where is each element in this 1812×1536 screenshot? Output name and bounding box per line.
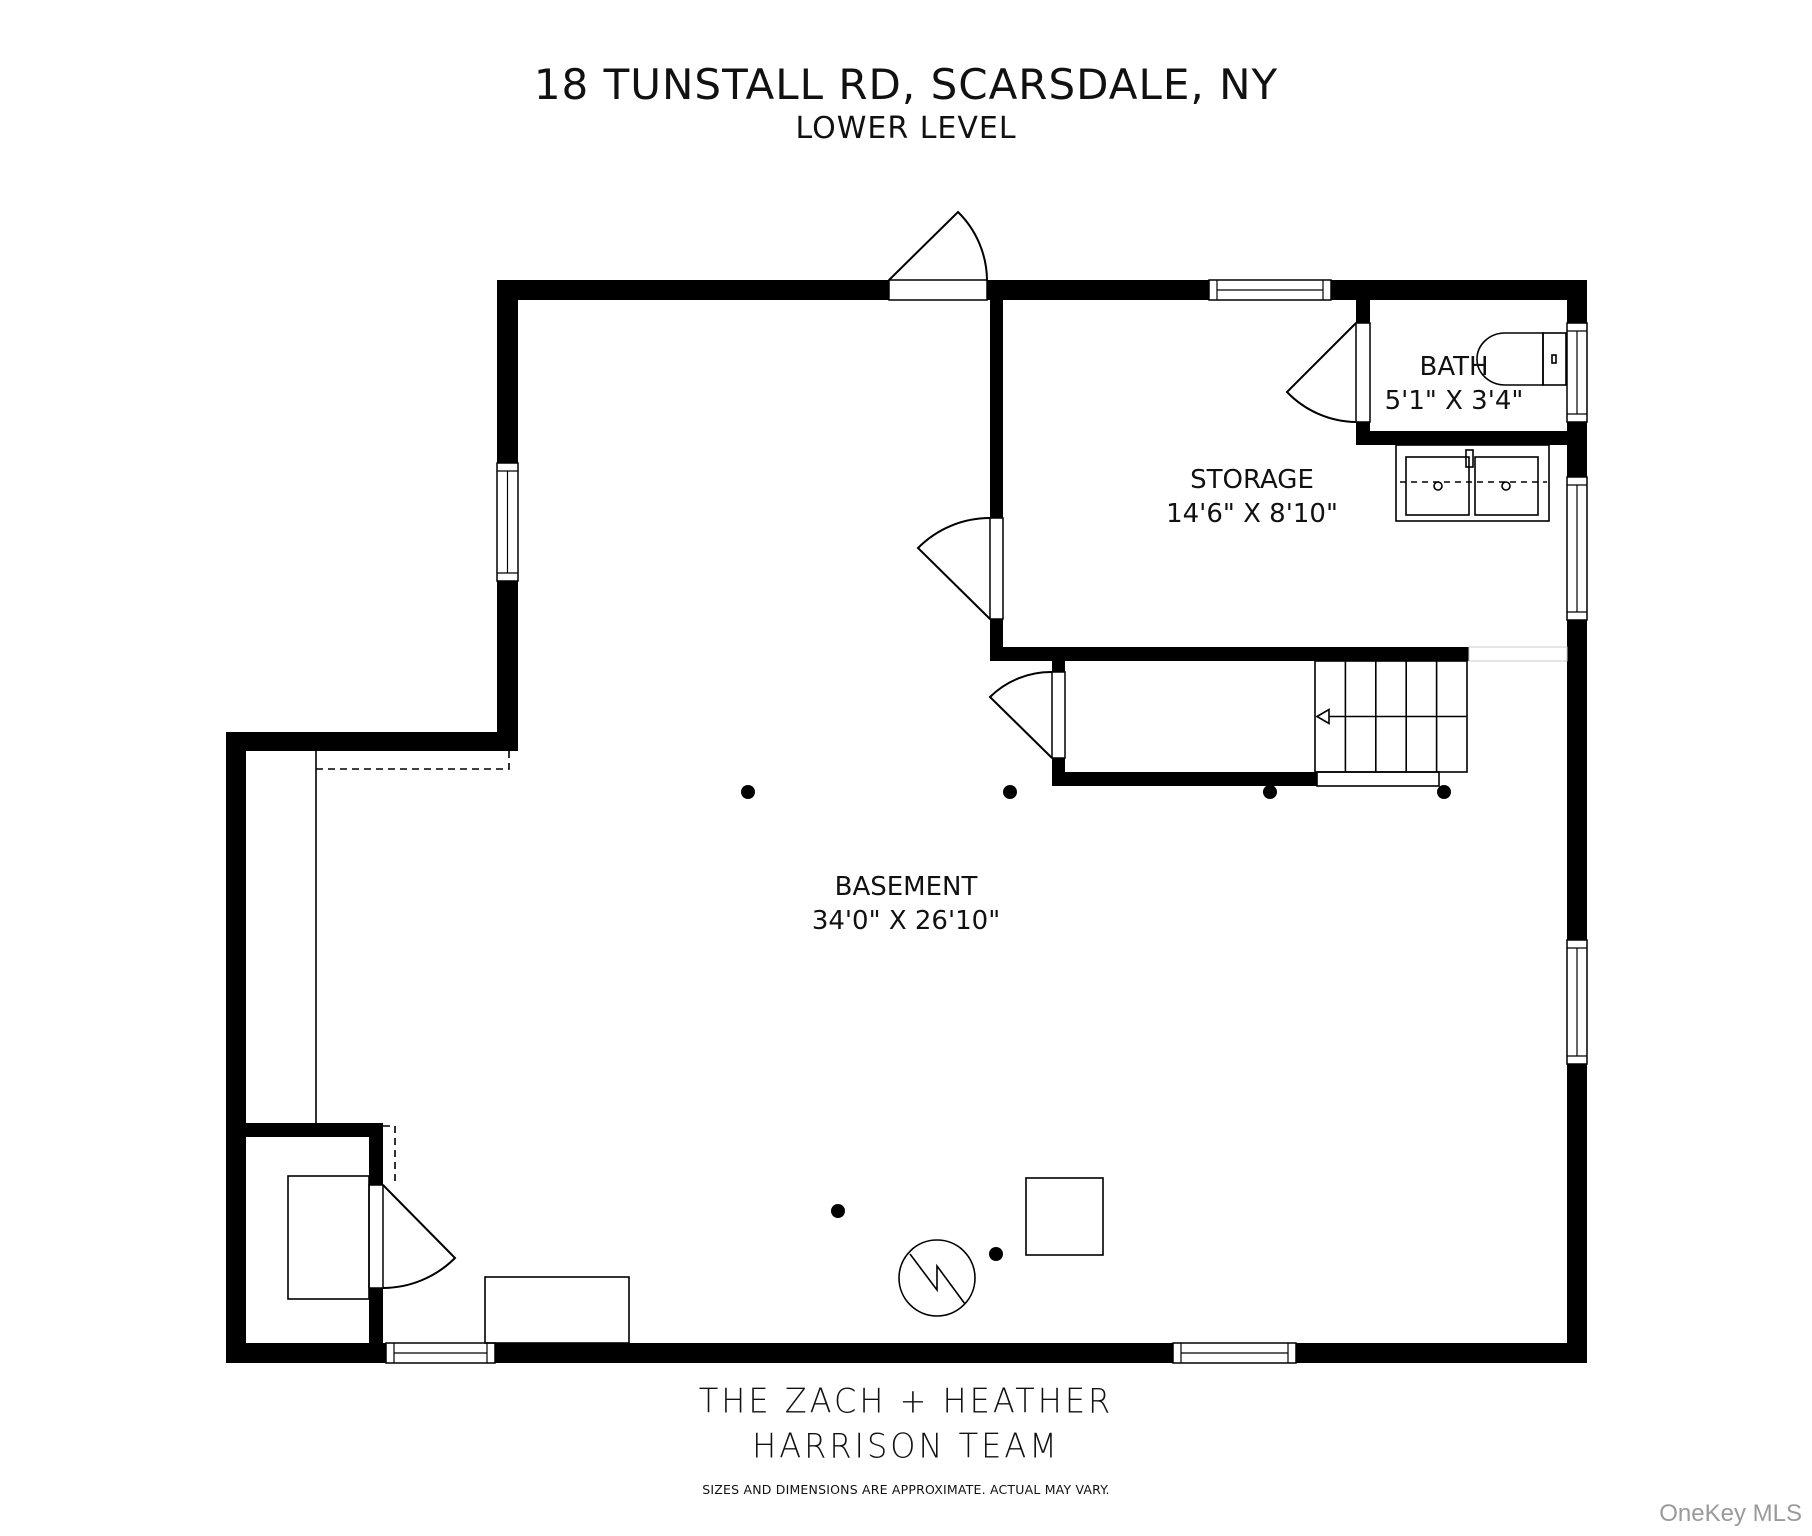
column-icon [989, 1247, 1003, 1261]
wall [497, 280, 1587, 300]
team-name-line-1: THE ZACH + HEATHER [698, 1381, 1114, 1421]
room-label-bath: BATH 5'1" X 3'4" [1385, 350, 1524, 418]
door-opening [368, 1184, 384, 1289]
column-icon [741, 785, 755, 799]
room-label-basement: BASEMENT 34'0" X 26'10" [812, 870, 1000, 938]
door-opening [888, 279, 988, 301]
wall [246, 1123, 383, 1137]
room-dimensions: 34'0" X 26'10" [811, 906, 1001, 936]
disclaimer-text: SIZES AND DIMENSIONS ARE APPROXIMATE. AC… [702, 1482, 1110, 1497]
door-swing-icon [888, 210, 988, 281]
column-icon [831, 1204, 845, 1218]
door-swings [382, 210, 1357, 1289]
stair-direction-arrow-icon [1315, 708, 1330, 725]
support-columns [741, 785, 1451, 1261]
wall [226, 732, 518, 751]
wall [226, 732, 246, 1363]
column-icon [1437, 785, 1451, 799]
mls-watermark: OneKey MLS [1659, 1500, 1802, 1527]
dashed-soffit-2 [383, 1125, 396, 1186]
staircase [1314, 660, 1468, 773]
wall [1356, 431, 1587, 445]
door-swing-icon [1285, 322, 1357, 423]
appliance-box [287, 1175, 370, 1300]
counter-box [484, 1276, 630, 1344]
door-opening [1051, 671, 1066, 759]
toilet-icon [1476, 332, 1567, 386]
openings [368, 279, 1588, 1364]
room-name: BATH [1419, 352, 1489, 382]
door-swing-icon [916, 516, 991, 620]
utility-sink-icon [1395, 444, 1550, 522]
column-icon [1263, 785, 1277, 799]
room-name: BASEMENT [834, 872, 978, 902]
door-swing-icon [988, 670, 1053, 759]
team-name-line-2: HARRISON TEAM [752, 1426, 1060, 1466]
door-swing-icon [382, 1184, 457, 1289]
wall [1052, 772, 1317, 786]
room-label-storage: STORAGE 14'6" X 8'10" [1166, 463, 1338, 531]
door-opening [989, 517, 1004, 620]
column-icon [1003, 785, 1017, 799]
door-opening [1355, 322, 1371, 423]
floor-level-subtitle: LOWER LEVEL [795, 111, 1017, 146]
square-fixture [1025, 1177, 1104, 1256]
fixtures [287, 332, 1567, 1344]
storage-opening [1468, 646, 1568, 662]
room-dimensions: 14'6" X 8'10" [1166, 499, 1338, 529]
room-name: STORAGE [1190, 465, 1314, 495]
dashed-soffit [316, 751, 510, 770]
stair-rail [1316, 771, 1440, 787]
electrical-panel-icon [898, 1239, 976, 1317]
wall [990, 647, 1469, 661]
property-address-title: 18 TUNSTALL RD, SCARSDALE, NY [533, 60, 1279, 109]
walls [226, 280, 1587, 1363]
room-dimensions: 5'1" X 3'4" [1384, 386, 1524, 416]
